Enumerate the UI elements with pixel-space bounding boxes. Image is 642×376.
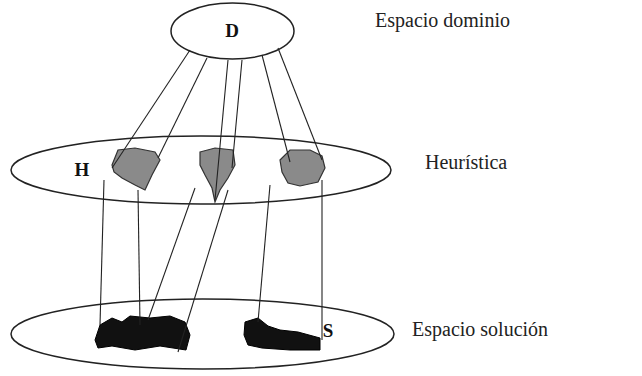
heuristic-region: [280, 150, 325, 186]
ellipse-outline: [11, 299, 394, 369]
ellipse-outline: [10, 298, 395, 370]
ellipse-outline: [171, 3, 294, 59]
node-letter: H: [75, 160, 90, 181]
space-label: Espacio solución: [412, 317, 548, 341]
mapping-line: [138, 190, 140, 325]
mapping-line: [232, 60, 242, 168]
node-letter: S: [323, 321, 334, 342]
domain-ellipse: D: [170, 2, 295, 60]
space-label: Heurística: [425, 150, 507, 174]
mapping-line: [112, 50, 190, 168]
space-label: Espacio dominio: [375, 8, 510, 32]
heuristic-ellipse: H: [10, 135, 392, 205]
solution-ellipse: S: [10, 298, 395, 370]
ellipse-outline: [10, 135, 392, 205]
mapping-line: [321, 180, 322, 340]
node-letter: D: [225, 21, 239, 42]
heuristic-region: [112, 148, 160, 190]
mapping-line: [215, 60, 228, 200]
mapping-line: [158, 58, 207, 158]
mapping-line: [262, 55, 290, 162]
mapping-line: [178, 190, 228, 352]
solution-region: [244, 318, 320, 350]
solution-region: [95, 316, 190, 350]
ellipse-outline: [11, 136, 391, 204]
